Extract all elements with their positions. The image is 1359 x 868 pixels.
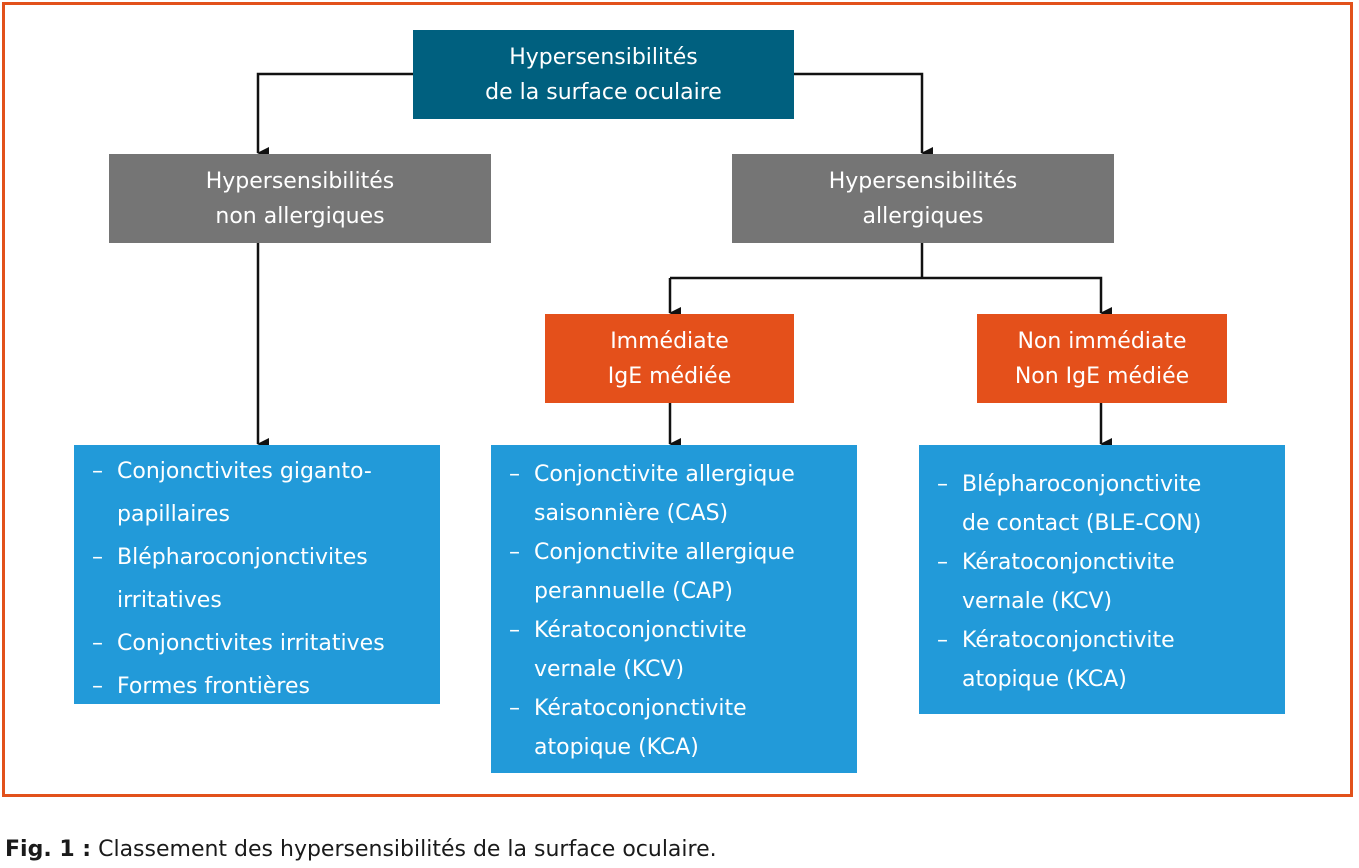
non-immediate-node-line2: Non IgE médiée bbox=[1014, 363, 1190, 389]
figure-caption: Fig. 1 : Classement des hypersensibilité… bbox=[5, 837, 717, 862]
root-node-line1: Hypersensibilités bbox=[509, 44, 698, 70]
immediate-node-line2: IgE médiée bbox=[607, 363, 732, 389]
non-allergic-node-line2: non allergiques bbox=[215, 203, 385, 229]
allergic-node-line1: Hypersensibilités bbox=[828, 168, 1018, 194]
figure-caption-text: Classement des hypersensibilités de la s… bbox=[91, 837, 717, 862]
list-item-dash: – bbox=[509, 696, 520, 721]
list-item-line2: atopique (KCA) bbox=[534, 735, 699, 760]
list-item-line1: Conjonctivites giganto- bbox=[117, 459, 372, 484]
connector-allergic-to-non-immediate bbox=[922, 276, 1112, 319]
list-item-line1: Conjonctivite allergique bbox=[534, 540, 795, 565]
list-item-line1: Formes frontières bbox=[117, 674, 310, 699]
list-item: – Conjonctivite allergique saisonnière (C… bbox=[509, 455, 847, 533]
list-item-line1: Blépharoconjonctivites bbox=[117, 545, 368, 570]
list-item-dash: – bbox=[937, 628, 948, 653]
allergic-node-line2: allergiques bbox=[862, 203, 984, 229]
list-item-line2: perannuelle (CAP) bbox=[534, 579, 733, 604]
list-item-line1: Kératoconjonctivite bbox=[534, 618, 747, 643]
list-item-line2: vernale (KCV) bbox=[962, 589, 1113, 614]
connector-root-to-non-allergic bbox=[256, 72, 413, 159]
list-item-dash: – bbox=[509, 540, 520, 565]
list-item: – Conjonctivite allergique perannuelle (C… bbox=[509, 533, 847, 611]
list-item: – Formes frontières bbox=[92, 665, 430, 708]
list-item-line1: Kératoconjonctivite bbox=[962, 628, 1175, 653]
list-item-line2: papillaires bbox=[117, 502, 230, 527]
non-immediate-list: – Blépharoconjonctivite de contact (BLE-C… bbox=[919, 445, 1285, 714]
non-immediate-node: Non immédiate Non IgE médiée bbox=[977, 314, 1227, 403]
non-allergic-node-line1: Hypersensibilités bbox=[205, 168, 395, 194]
list-item: – Kératoconjonctivite atopique (KCA) bbox=[937, 621, 1275, 699]
list-item-line1: Blépharoconjonctivite bbox=[962, 472, 1202, 497]
list-item-line2: irritatives bbox=[117, 588, 222, 613]
allergic-node: Hypersensibilités allergiques bbox=[732, 154, 1114, 243]
root-node: Hypersensibilités de la surface oculaire bbox=[413, 30, 794, 119]
list-item: – Blépharoconjonctivites irritatives bbox=[92, 536, 430, 622]
list-item: – Kératoconjonctivite atopique (KCA) bbox=[509, 689, 847, 767]
list-item-line2: saisonnière (CAS) bbox=[534, 501, 729, 526]
list-item-dash: – bbox=[509, 618, 520, 643]
list-item-line2: atopique (KCA) bbox=[962, 667, 1127, 692]
list-item-line1: Kératoconjonctivite bbox=[534, 696, 747, 721]
non-allergic-list: – Conjonctivites giganto-papillaires – B… bbox=[74, 445, 440, 704]
non-allergic-node: Hypersensibilités non allergiques bbox=[109, 154, 491, 243]
list-item-line2: de contact (BLE-CON) bbox=[962, 511, 1202, 536]
list-item-dash: – bbox=[92, 545, 103, 570]
list-item: – Kératoconjonctivite vernale (KCV) bbox=[509, 611, 847, 689]
list-item-dash: – bbox=[509, 462, 520, 487]
list-item-line2: vernale (KCV) bbox=[534, 657, 685, 682]
list-item-dash: – bbox=[92, 674, 103, 699]
list-item-dash: – bbox=[937, 472, 948, 497]
list-item-line1: Conjonctivites irritatives bbox=[117, 631, 385, 656]
non-immediate-node-line1: Non immédiate bbox=[1017, 328, 1187, 354]
list-item-dash: – bbox=[92, 631, 103, 656]
list-item-line1: Kératoconjonctivite bbox=[962, 550, 1175, 575]
immediate-node: Immédiate IgE médiée bbox=[545, 314, 794, 403]
immediate-node-line1: Immédiate bbox=[610, 328, 729, 354]
list-item: – Conjonctivites giganto-papillaires bbox=[92, 450, 430, 536]
connector-root-to-allergic bbox=[794, 72, 933, 159]
list-item-dash: – bbox=[937, 550, 948, 575]
list-item: – Blépharoconjonctivite de contact (BLE-C… bbox=[937, 465, 1275, 543]
root-node-line2: de la surface oculaire bbox=[485, 79, 722, 105]
list-item-line1: Conjonctivite allergique bbox=[534, 462, 795, 487]
immediate-list: – Conjonctivite allergique saisonnière (C… bbox=[491, 445, 857, 773]
list-item: – Conjonctivites irritatives bbox=[92, 622, 430, 665]
figure-caption-label: Fig. 1 : bbox=[5, 837, 92, 862]
list-item: – Kératoconjonctivite vernale (KCV) bbox=[937, 543, 1275, 621]
connector-allergic-to-immediate bbox=[670, 276, 922, 313]
diagram-frame bbox=[2, 2, 1353, 797]
list-item-dash: – bbox=[92, 459, 103, 484]
